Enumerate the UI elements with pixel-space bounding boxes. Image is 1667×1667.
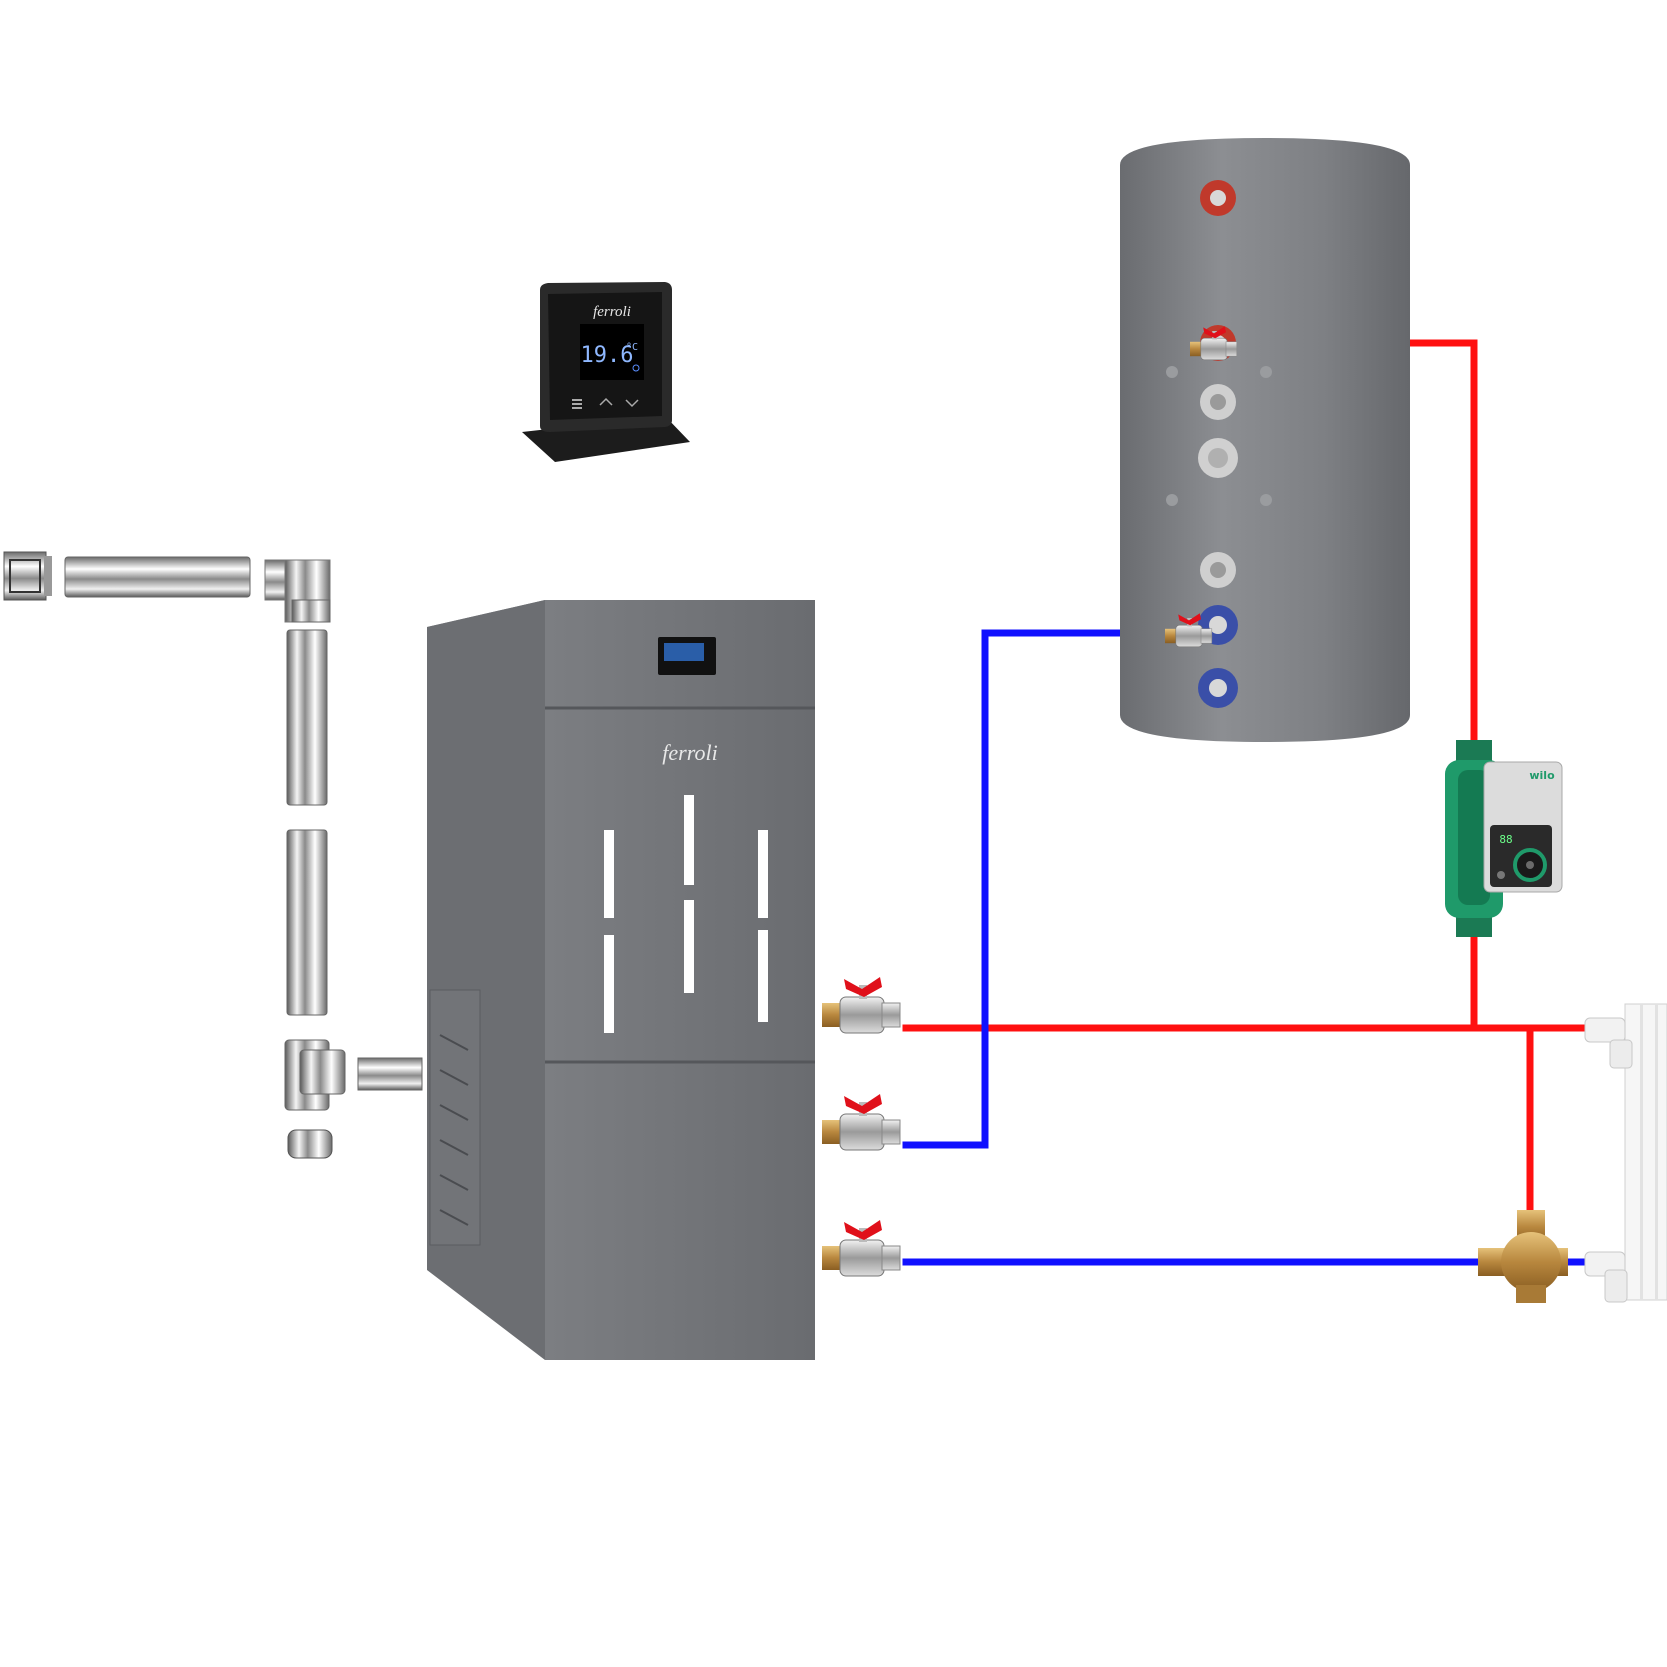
thermostat-temperature: 19.6 [581, 343, 634, 368]
pump-brand: wilo [1529, 769, 1555, 782]
radiator-valve-top[interactable] [1584, 1017, 1633, 1069]
boiler-valve-flow[interactable] [821, 976, 901, 1034]
boiler-control-display[interactable] [658, 637, 716, 675]
flue-tee [284, 1039, 346, 1111]
hot-water-tank [1120, 138, 1410, 742]
boiler-front-panel [545, 600, 815, 1360]
boiler-side-vents [439, 1034, 469, 1226]
boiler-hopper-door[interactable] [429, 989, 481, 1246]
radiator-valve-bottom[interactable] [1584, 1251, 1628, 1303]
boiler-valve-return-tank[interactable] [821, 1093, 901, 1151]
boiler-side-panel [427, 600, 545, 1360]
flue-drain-cap [287, 1129, 333, 1159]
thermostat-down-button[interactable] [625, 399, 639, 408]
flue-vertical-pipe-lower [286, 829, 328, 1016]
thermostat-power-icon[interactable] [632, 364, 640, 372]
tank-body [1120, 138, 1410, 742]
thermostatic-mixing-valve [1478, 1210, 1568, 1303]
pump-display-value: 88 [1499, 833, 1512, 846]
boiler-brand: ferroli [662, 740, 717, 765]
boiler-light-slots [604, 795, 768, 1033]
radiator [1584, 1003, 1667, 1303]
thermostat-brand: ferroli [593, 304, 631, 320]
pellet-boiler: ferroli [427, 600, 815, 1360]
circulation-pump: wilo 88 [1445, 740, 1563, 937]
flue-cap [3, 551, 52, 601]
pump-button[interactable] [1497, 871, 1505, 879]
flue-connector-pipe [357, 1057, 423, 1091]
flue-elbow [264, 559, 331, 623]
flue-system [3, 551, 423, 1159]
thermostat-menu-icon[interactable] [572, 399, 582, 409]
thermostat-screen [580, 324, 644, 380]
thermostat-up-button[interactable] [599, 397, 613, 406]
cold-pipe-tank-return [902, 629, 1184, 1149]
thermostat: ferroli 19.6 °C [522, 282, 690, 462]
boiler-valve-return[interactable] [821, 1219, 901, 1277]
pipes [902, 339, 1634, 1266]
flue-horizontal-pipe [64, 556, 251, 598]
thermostat-unit: °C [626, 342, 638, 353]
flue-vertical-pipe-upper [286, 629, 328, 806]
